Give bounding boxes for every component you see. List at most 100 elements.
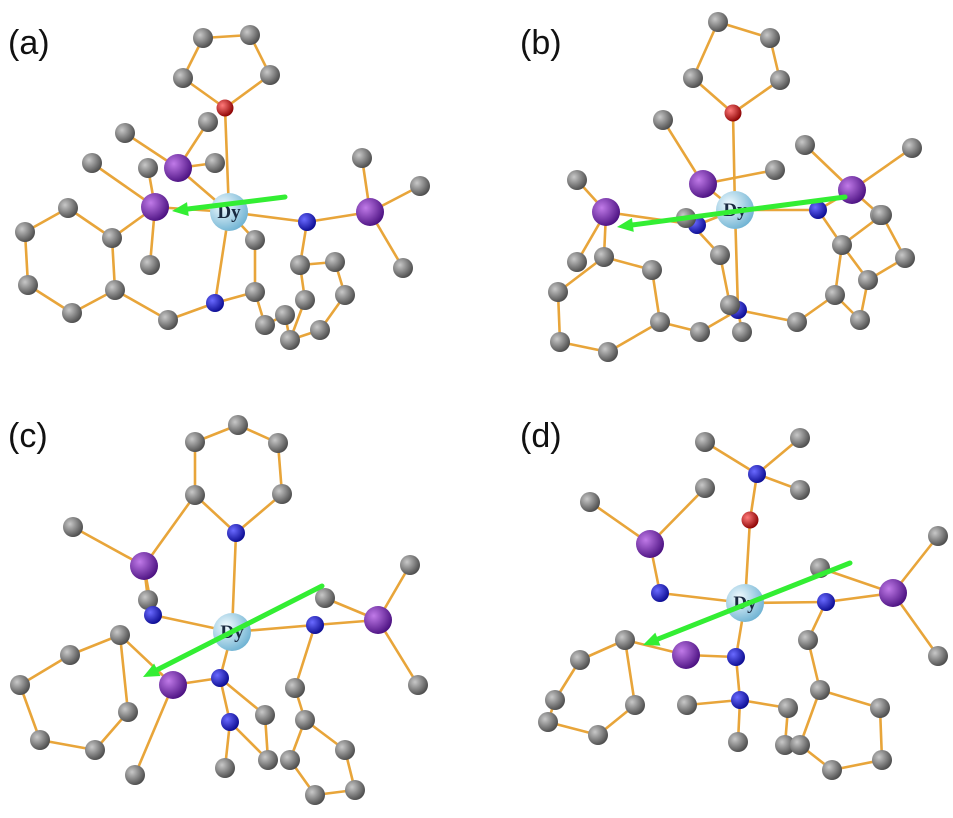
carbon-atom [118, 702, 138, 722]
carbon-atom [280, 750, 300, 770]
carbon-atom [858, 270, 878, 290]
nitrogen-atom [306, 616, 324, 634]
bond [234, 492, 284, 535]
phosphorus-atom [130, 552, 158, 580]
nitrogen-atom [211, 669, 229, 687]
carbon-atom [315, 588, 335, 608]
carbon-atom [408, 675, 428, 695]
panel-label-b: (b) [520, 24, 562, 62]
carbon-atom [650, 312, 670, 332]
panel-label-d: (d) [520, 417, 562, 455]
nitrogen-atom [227, 524, 245, 542]
carbon-atom [140, 255, 160, 275]
carbon-atom [205, 153, 225, 173]
carbon-atom [798, 630, 818, 650]
carbon-atom [790, 428, 810, 448]
anisotropy-axis-arrow [185, 194, 288, 212]
carbon-atom [63, 517, 83, 537]
carbon-atom [272, 484, 292, 504]
carbon-atom [240, 25, 260, 45]
nitrogen-atom [731, 691, 749, 709]
carbon-atom [594, 247, 614, 267]
carbon-atom [215, 758, 235, 778]
carbon-atom [18, 275, 38, 295]
carbon-atom [810, 680, 830, 700]
carbon-atom [770, 70, 790, 90]
carbon-atom [345, 780, 365, 800]
carbon-atom [790, 735, 810, 755]
carbon-atom [158, 310, 178, 330]
carbon-atom [548, 282, 568, 302]
carbon-atom [295, 290, 315, 310]
carbon-atom [795, 135, 815, 155]
bond [293, 623, 317, 690]
carbon-atom [790, 480, 810, 500]
panel-a: Dy [15, 25, 430, 350]
carbon-atom [198, 112, 218, 132]
carbon-atom [310, 320, 330, 340]
carbon-atom [185, 485, 205, 505]
nitrogen-atom [809, 201, 827, 219]
carbon-atom [787, 312, 807, 332]
carbon-atom [85, 740, 105, 760]
nitrogen-atom [144, 606, 162, 624]
carbon-atom [690, 322, 710, 342]
phosphorus-atom [364, 606, 392, 634]
carbon-atom [870, 698, 890, 718]
carbon-atom [105, 280, 125, 300]
carbon-atom [10, 675, 30, 695]
anisotropy-axis-arrow [630, 194, 848, 228]
carbon-atom [567, 170, 587, 190]
carbon-atom [60, 645, 80, 665]
carbon-atom [778, 698, 798, 718]
dy-atom-label: Dy [217, 202, 241, 223]
carbon-atom [245, 230, 265, 250]
carbon-atom [710, 245, 730, 265]
carbon-atom [732, 322, 752, 342]
carbon-atom [850, 310, 870, 330]
anisotropy-axis-arrowhead [172, 202, 189, 216]
carbon-atom [258, 750, 278, 770]
carbon-atom [642, 260, 662, 280]
carbon-atom [695, 478, 715, 498]
anisotropy-axis-arrow [655, 560, 853, 642]
carbon-atom [720, 295, 740, 315]
oxygen-atom [741, 511, 759, 529]
atoms: Dy [10, 415, 428, 805]
panel-label-c: (c) [8, 417, 48, 455]
carbon-atom [325, 252, 345, 272]
carbon-atom [30, 730, 50, 750]
carbon-atom [545, 690, 565, 710]
carbon-atom [138, 590, 158, 610]
phosphorus-atom [592, 198, 620, 226]
carbon-atom [902, 138, 922, 158]
phosphorus-atom [879, 579, 907, 607]
bond [133, 683, 175, 777]
carbon-atom [728, 732, 748, 752]
carbon-atom [598, 342, 618, 362]
bonds [18, 423, 420, 797]
carbon-atom [872, 205, 892, 225]
nitrogen-atom [817, 593, 835, 611]
anisotropy-axis-arrowhead [617, 217, 634, 232]
carbon-atom [653, 110, 673, 130]
carbon-atom [615, 630, 635, 650]
bond [691, 20, 720, 80]
oxygen-atom [216, 99, 234, 117]
carbon-atom [138, 158, 158, 178]
anisotropy-axis-arrowhead [643, 632, 661, 646]
oxygen-atom [724, 104, 742, 122]
carbon-atom [110, 625, 130, 645]
bond [818, 688, 882, 710]
atoms: Dy [15, 25, 430, 350]
bond [703, 440, 759, 476]
carbon-atom [625, 695, 645, 715]
carbon-atom [305, 785, 325, 805]
carbon-atom [832, 235, 852, 255]
phosphorus-atom [672, 641, 700, 669]
carbon-atom [538, 712, 558, 732]
carbon-atom [580, 492, 600, 512]
carbon-atom [695, 432, 715, 452]
carbon-atom [173, 68, 193, 88]
